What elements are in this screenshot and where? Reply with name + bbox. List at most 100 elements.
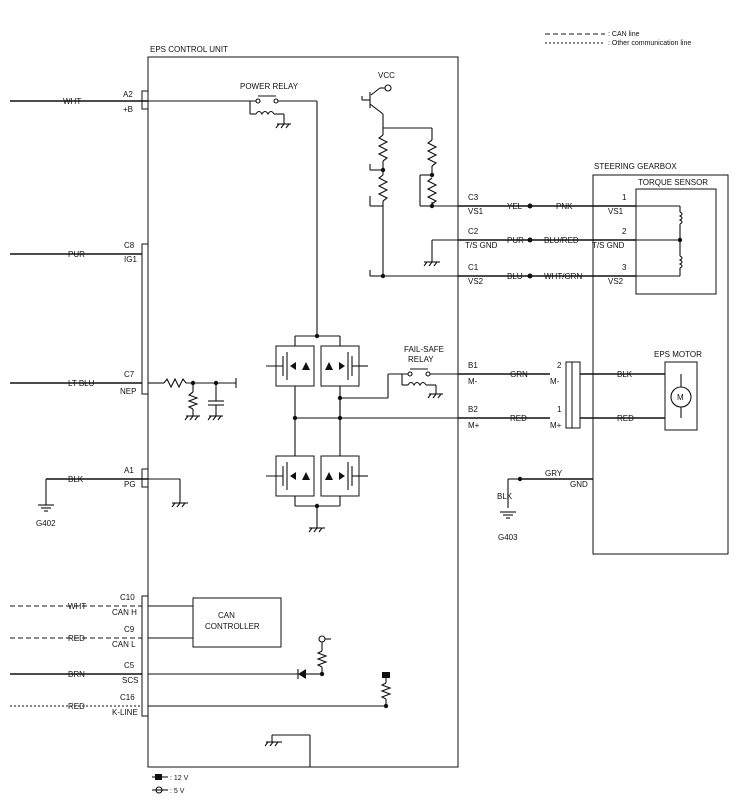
gearbox-pin: 1 (622, 193, 627, 202)
pin-c7: LT BLU C7 NEP (10, 370, 142, 396)
wire-color: BLK (68, 475, 84, 484)
fail-safe-relay: FAIL-SAFE RELAY (340, 345, 458, 399)
pin-name: CAN L (112, 640, 136, 649)
pin-c1: C1 VS2 BLU WHT/GRN 3 VS2 (383, 263, 636, 286)
pin-number: C1 (468, 263, 479, 272)
wire-color: RED (68, 634, 85, 643)
wire-color-1: PUR (507, 236, 524, 245)
pin-c9: RED C9 CAN L (10, 625, 142, 649)
pin-number: C5 (124, 661, 135, 670)
vcc-network: VCC (361, 71, 440, 279)
pin-b2: B2 M+ RED 1 M+ RED (458, 405, 665, 430)
pin-name: NEP (120, 387, 136, 396)
ground-g402: G402 (36, 519, 56, 528)
wire-color-1: BLU (507, 272, 523, 281)
power-relay-label: POWER RELAY (240, 82, 299, 91)
pin-name: PG (124, 480, 136, 489)
eps-motor-title: EPS MOTOR (654, 350, 702, 359)
legend: : CAN line : Other communication line (545, 31, 691, 47)
legend-other-line: : Other communication line (608, 40, 691, 47)
5v-symbol (155, 786, 163, 794)
gry-wire: GRY (545, 469, 563, 478)
pin-number: C16 (120, 693, 135, 702)
pg-ground (148, 478, 188, 508)
pin-a2: WHT A2 +B (10, 90, 149, 114)
pin-number: A2 (123, 90, 133, 99)
pin-c2: C2 T/S GND PUR BLU/RED 2 T/S GND (432, 227, 636, 250)
fail-safe-label-1: FAIL-SAFE (404, 345, 444, 354)
vcc-label: VCC (378, 71, 395, 80)
pin-number: B1 (468, 361, 478, 370)
torque-sensor-title: TORQUE SENSOR (638, 178, 708, 187)
wire-color-1: YEL (507, 202, 523, 211)
legend-5v: : 5 V (170, 788, 185, 795)
steering-gearbox: STEERING GEARBOX TORQUE SENSOR EPS MOTOR… (497, 162, 729, 555)
pin-number: C8 (124, 241, 135, 250)
wire-color: PUR (68, 250, 85, 259)
eps-control-unit-title: EPS CONTROL UNIT (150, 45, 228, 54)
motor-symbol: M (677, 393, 684, 402)
pin-name: T/S GND (465, 241, 498, 250)
pin-name: CAN H (112, 608, 137, 617)
pin-b1: B1 M- GRN 2 M- BLK (458, 361, 665, 386)
blk-wire: BLK (497, 492, 513, 501)
connector-c (141, 243, 149, 395)
gearbox-pin-name: VS2 (608, 277, 624, 286)
gearbox-pin: 2 (622, 227, 627, 236)
pin-number: C2 (468, 227, 479, 236)
steering-gearbox-title: STEERING GEARBOX (594, 162, 677, 171)
pin-c10: WHT C10 CAN H (10, 593, 142, 617)
pin-name: VS2 (468, 277, 484, 286)
wire-color-1: GRN (510, 370, 528, 379)
can-controller-label-1: CAN (218, 611, 235, 620)
pin-name: M- (468, 377, 478, 386)
gearbox-pin: 3 (622, 263, 627, 272)
pin-name: SCS (122, 676, 138, 685)
pin-name: VS1 (468, 207, 484, 216)
wire-color-2: WHT/GRN (544, 272, 582, 281)
gearbox-pin: 2 (557, 361, 562, 370)
gearbox-pin-name: T/S GND (592, 241, 625, 250)
wire-color-1: RED (510, 414, 527, 423)
wire-color: WHT (68, 602, 86, 611)
pin-a1: BLK A1 PG G402 (36, 466, 149, 528)
pin-name: IG1 (124, 255, 137, 264)
h-bridge (266, 333, 368, 533)
motor-wire: RED (617, 414, 634, 423)
right-pins: C3 VS1 YEL PNK 1 VS1 C2 T/S GND PUR BLU/… (383, 193, 665, 430)
gearbox-pin-name: M+ (550, 421, 562, 430)
wire-color: BRN (68, 670, 85, 679)
pin-number: A1 (124, 466, 134, 475)
wire-color: RED (68, 702, 85, 711)
nep-input-circuit (148, 377, 237, 421)
fail-safe-label-2: RELAY (408, 355, 434, 364)
pin-c3: C3 VS1 YEL PNK 1 VS1 (432, 193, 636, 216)
pin-c5: BRN C5 SCS (10, 661, 142, 685)
gearbox-pin: 1 (557, 405, 562, 414)
wire-color-2: BLU/RED (544, 236, 579, 245)
connector-c-lower (141, 595, 149, 717)
left-pins: WHT A2 +B PUR C8 IG1 LT BLU C7 NEP (10, 90, 149, 717)
gnd-label: GND (570, 480, 588, 489)
gearbox-pin-name: VS1 (608, 207, 624, 216)
pin-name: K-LINE (112, 708, 138, 717)
pin-name: M+ (468, 421, 480, 430)
pin-number: B2 (468, 405, 478, 414)
motor-connector (565, 361, 573, 429)
pin-number: C9 (124, 625, 135, 634)
power-relay: POWER RELAY (148, 82, 318, 336)
eps-motor-box (664, 361, 698, 431)
legend-can-line: : CAN line (608, 31, 640, 38)
scs-circuit (148, 635, 331, 679)
legend-12v: : 12 V (170, 775, 189, 782)
kline-circuit (148, 672, 392, 709)
wire-color: LT BLU (68, 379, 95, 388)
motor-connector-mate (571, 361, 581, 429)
torque-sensor-box (635, 188, 717, 295)
eps-control-unit-box (147, 56, 459, 768)
12v-symbol (155, 774, 162, 780)
motor-wire: BLK (617, 370, 633, 379)
pin-number: C10 (120, 593, 135, 602)
pin-c16: RED C16 K-LINE (10, 693, 142, 717)
